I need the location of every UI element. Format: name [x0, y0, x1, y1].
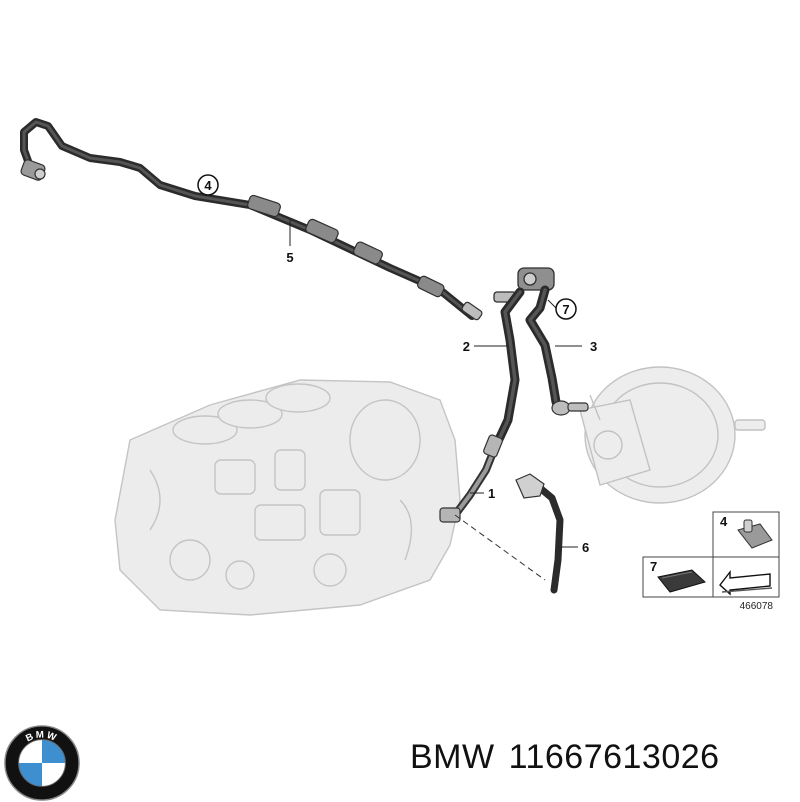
- hose-3: [525, 285, 561, 407]
- callout-7: 7: [555, 298, 577, 320]
- mounting-guide-line: [454, 514, 546, 581]
- pipe-1-fittings: [439, 434, 503, 523]
- protective-sleeves-5: [247, 194, 445, 298]
- bmw-logo-text: BMW: [24, 729, 59, 744]
- vacuum-line-4: [20, 118, 476, 320]
- adhesive-arrow-icon: [719, 569, 773, 596]
- callout-6: 6: [582, 540, 589, 555]
- clamp-icon: [737, 519, 773, 549]
- callout-3: 3: [590, 339, 597, 354]
- legend-box: 4 7 466078: [642, 511, 780, 612]
- callout-2: 2: [463, 339, 470, 354]
- callout-5: 5: [286, 250, 293, 265]
- pipe-1: [451, 446, 498, 519]
- bmw-logo: BMW: [4, 725, 80, 801]
- callout-4: 4: [197, 174, 219, 196]
- callout-1: 1: [488, 486, 495, 501]
- part-number: 11667613026: [508, 738, 720, 776]
- brand-name: BMW: [410, 738, 495, 776]
- svg-text:4: 4: [204, 178, 212, 193]
- diagram-reference-number: 466078: [740, 601, 774, 612]
- engine-block: [114, 379, 461, 616]
- hose-6-connector: [515, 473, 545, 499]
- leader-lines: [289, 220, 582, 548]
- connector-right: [461, 301, 483, 321]
- part-caption: BMW 11667613026: [410, 738, 720, 777]
- legend-item-7-label: 7: [650, 559, 657, 574]
- pad-icon: [657, 569, 706, 593]
- hose-6: [536, 484, 564, 594]
- brake-booster: [579, 366, 766, 504]
- svg-text:7: 7: [562, 302, 569, 317]
- hose-2: [489, 287, 525, 455]
- connector-left: [20, 159, 46, 181]
- hose-3-fitting: [551, 400, 589, 416]
- legend-item-4-label: 4: [720, 514, 728, 529]
